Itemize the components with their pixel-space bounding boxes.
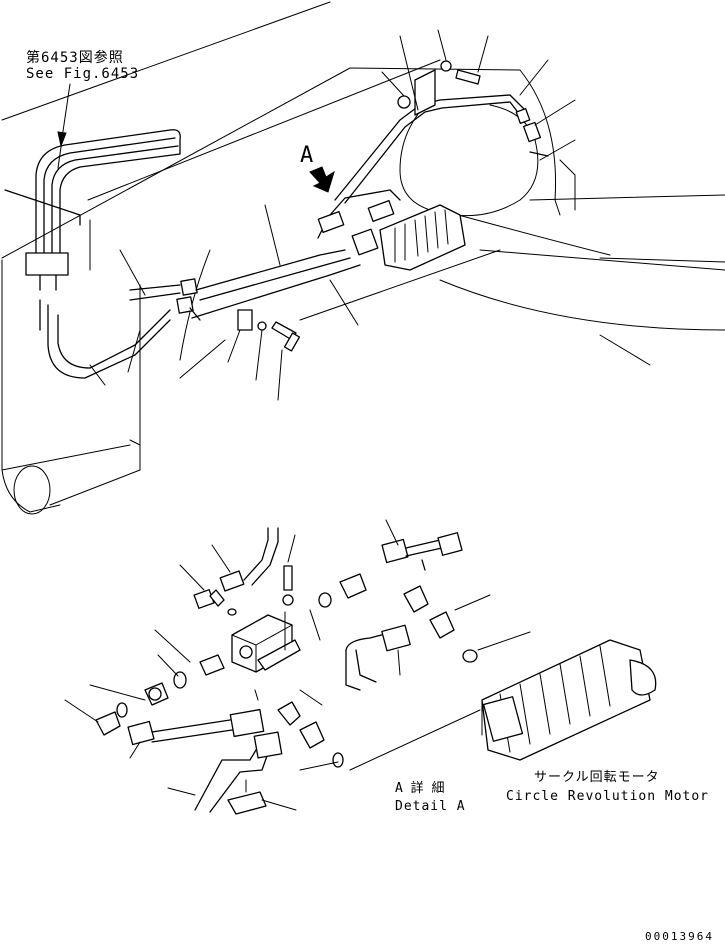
tube-clamp bbox=[25, 252, 69, 276]
clamp-plate bbox=[227, 791, 267, 815]
elbow-fitting bbox=[95, 711, 121, 736]
detail-a-view: A 詳 細 Detail A サークル回転モータ Circle Revoluti… bbox=[64, 519, 709, 815]
tube-bracket bbox=[237, 309, 253, 331]
washer bbox=[282, 594, 294, 606]
circle-revolution-motor-detail bbox=[481, 639, 657, 761]
connectors-left bbox=[95, 654, 225, 736]
elbow-fitting bbox=[522, 121, 542, 143]
tube-top-left bbox=[193, 527, 294, 616]
o-ring bbox=[116, 702, 128, 718]
circle-revolution-motor-upper bbox=[317, 189, 466, 271]
motor-label-en: Circle Revolution Motor bbox=[506, 789, 709, 804]
nut bbox=[397, 95, 411, 109]
o-ring bbox=[332, 752, 344, 768]
o-ring bbox=[318, 592, 332, 608]
detail-label-jp: A 詳 細 bbox=[395, 780, 444, 796]
upper-leader-lines bbox=[57, 29, 651, 401]
bolt bbox=[455, 69, 481, 85]
nut-fitting bbox=[219, 570, 245, 592]
drawing-number: 00013964 bbox=[645, 930, 714, 943]
tube-to-motor bbox=[189, 249, 361, 352]
ref-fig-label-en: See Fig.6453 bbox=[26, 66, 139, 82]
upper-assembly-view: 第6453図参照 See Fig.6453 A bbox=[1, 1, 725, 515]
machine-frame-outline bbox=[1, 1, 725, 515]
elbow-fitting bbox=[193, 589, 215, 609]
lower-leader-lines bbox=[64, 519, 531, 811]
hose-loop bbox=[39, 278, 198, 379]
tube-upper-right bbox=[334, 60, 549, 204]
o-ring bbox=[462, 649, 478, 663]
ref-fig-label-jp: 第6453図参照 bbox=[26, 49, 124, 66]
bracket bbox=[414, 69, 436, 116]
o-ring bbox=[227, 608, 237, 616]
ref-callout-arrow bbox=[57, 83, 71, 148]
middle-fittings bbox=[318, 532, 478, 691]
elbow-fitting bbox=[277, 701, 301, 726]
hose-assembly-lower bbox=[127, 701, 344, 815]
detail-label-en: Detail A bbox=[395, 799, 466, 814]
motor-label-jp: サークル回転モータ bbox=[534, 770, 660, 785]
elbow-fitting bbox=[403, 585, 429, 613]
bolt bbox=[283, 565, 293, 591]
hydraulic-tube-bundle bbox=[4, 129, 181, 291]
view-arrow-a bbox=[309, 166, 335, 193]
manifold-block bbox=[231, 611, 301, 673]
washer bbox=[257, 321, 267, 331]
o-ring bbox=[173, 671, 187, 689]
bolt bbox=[271, 321, 297, 341]
view-marker-a: A bbox=[300, 143, 313, 168]
